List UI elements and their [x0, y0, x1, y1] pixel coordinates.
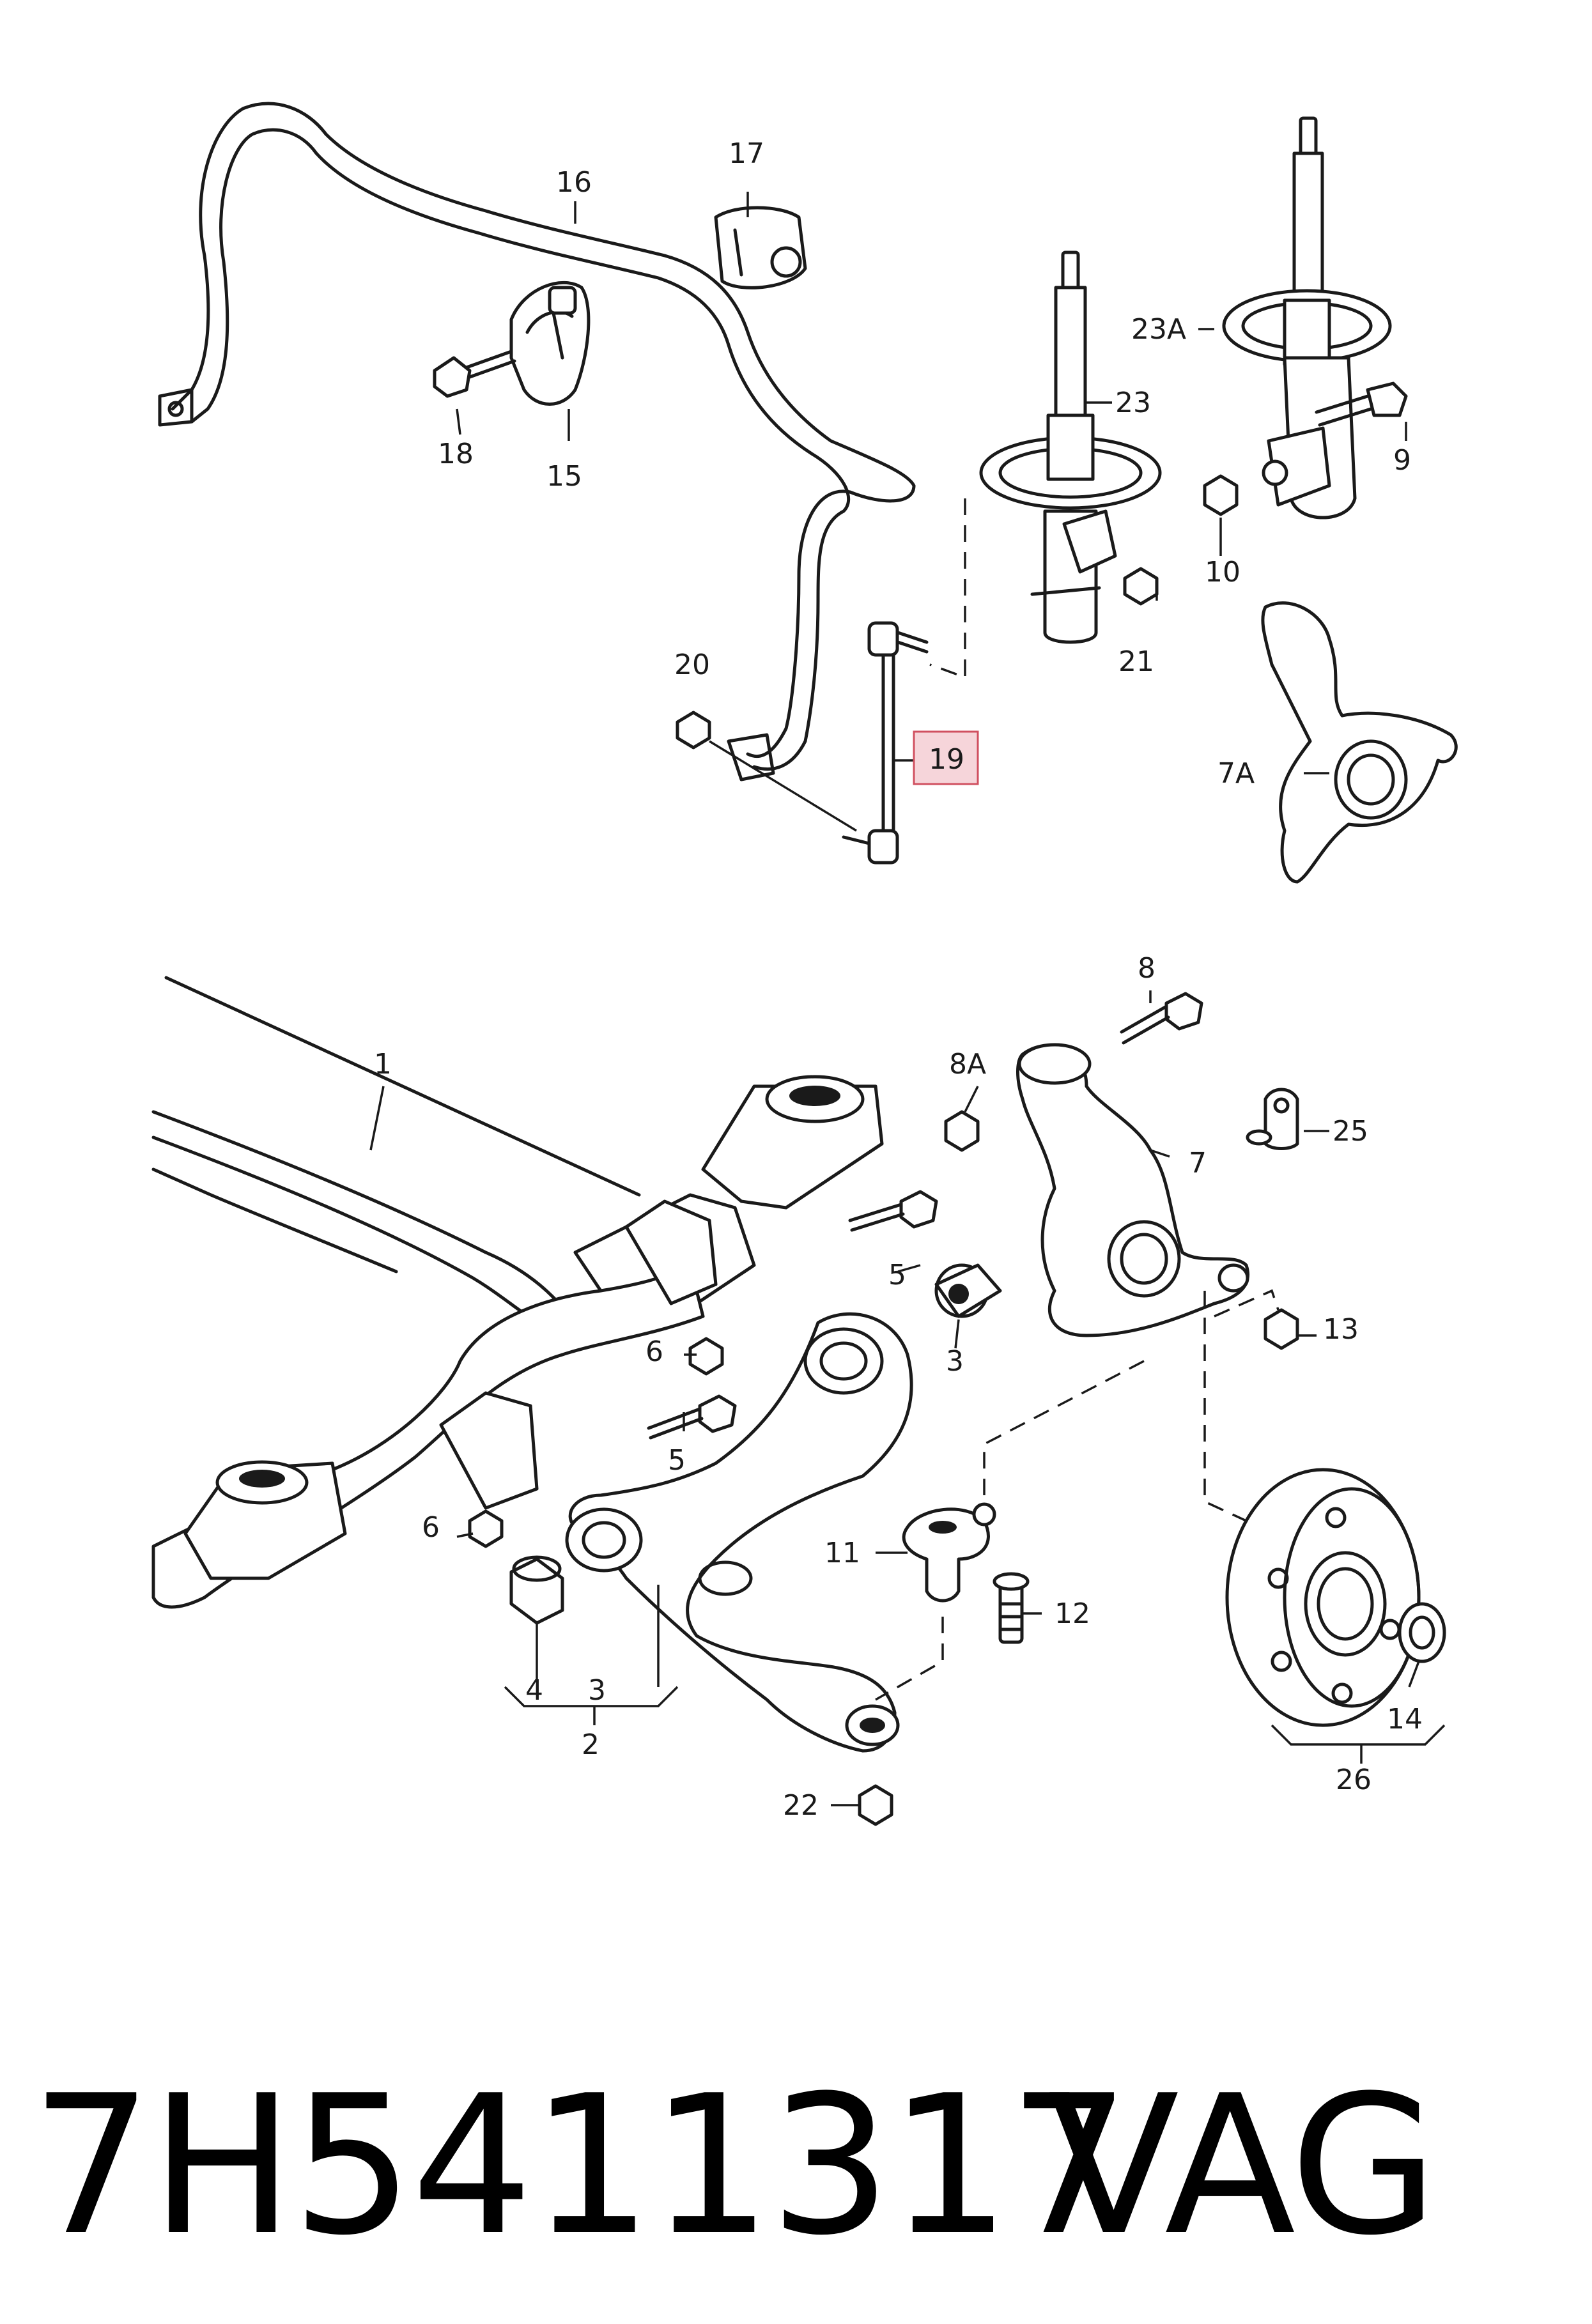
callout-8: 8: [1138, 952, 1155, 985]
nut-10: [1203, 474, 1239, 516]
callout-16: 16: [556, 166, 592, 199]
sensor-25: [1246, 1088, 1299, 1150]
assembly-line-nut13: [1214, 1289, 1279, 1318]
callout-1: 1: [374, 1048, 392, 1081]
callout-26: 26: [1336, 1764, 1372, 1796]
control-arm-2: [565, 1312, 913, 1753]
callout-23: 23: [1115, 387, 1151, 419]
callout-22: 22: [783, 1789, 819, 1822]
hub-nut-14: [1398, 1602, 1446, 1663]
bushing-17: [714, 206, 807, 289]
knuckle-7: [1016, 1043, 1250, 1337]
nut-8a: [944, 1110, 980, 1152]
callout-13: 13: [1323, 1313, 1359, 1346]
strut-23-dashed-leader: [929, 498, 966, 679]
callout-5-lower: 5: [668, 1444, 686, 1477]
strut-23a: [1222, 116, 1408, 519]
callout-3-lower: 3: [588, 1674, 606, 1707]
callout-20: 20: [674, 649, 710, 681]
nut-22: [858, 1784, 893, 1826]
bracket-15: [509, 281, 591, 406]
strut-23: [979, 250, 1162, 644]
subframe-1: [151, 976, 884, 1609]
brace-26: [1271, 1724, 1446, 1746]
callout-15: 15: [546, 460, 582, 493]
callout-11: 11: [824, 1537, 860, 1569]
leader-lines: [369, 192, 1420, 1806]
callout-9: 9: [1393, 444, 1411, 477]
wheel-hub-26: [1225, 1468, 1421, 1727]
knuckle-7a: [1261, 601, 1458, 884]
highlight-box-19: [913, 730, 979, 785]
callout-5-upper: 5: [888, 1259, 906, 1291]
callout-2: 2: [582, 1728, 599, 1761]
callout-4: 4: [525, 1674, 543, 1707]
brace-2: [504, 1686, 679, 1707]
callout-6-lower: 6: [422, 1511, 440, 1544]
callout-23a: 23A: [1131, 313, 1186, 346]
stabilizer-bar: [158, 102, 916, 781]
nut-13: [1264, 1308, 1299, 1350]
nut-20: [676, 711, 857, 832]
callout-21: 21: [1118, 645, 1154, 678]
callout-18: 18: [438, 438, 474, 470]
bolt-5-upper: [848, 1190, 938, 1232]
bolt-5-lower: [647, 1394, 737, 1440]
callout-7a: 7A: [1217, 757, 1255, 790]
brand-name: VAG: [1048, 2054, 1438, 2277]
callout-3-upper: 3: [946, 1345, 964, 1378]
callout-8a: 8A: [949, 1048, 986, 1081]
nut-6-upper: [688, 1337, 724, 1376]
assembly-line-knuckle-hub: [1203, 1291, 1247, 1522]
bolt-12: [993, 1572, 1030, 1644]
assembly-line-balljoint-arm: [875, 1617, 944, 1701]
bushing-3: [934, 1263, 1002, 1318]
callout-14: 14: [1387, 1703, 1423, 1735]
callout-labels: 17 16 18 15 23A 23 9 10 20 21 19 7A 8 1 …: [374, 137, 1423, 1822]
callout-19: 19: [929, 743, 964, 776]
callout-12: 12: [1055, 1597, 1090, 1630]
callout-10: 10: [1205, 556, 1240, 589]
callout-25: 25: [1333, 1115, 1368, 1148]
callout-17: 17: [729, 137, 764, 170]
callout-7: 7: [1189, 1147, 1207, 1180]
bolt-18: [433, 350, 516, 398]
bolt-8: [1120, 992, 1203, 1045]
callout-6-upper: 6: [645, 1335, 663, 1368]
ball-joint-11: [902, 1502, 996, 1603]
assembly-line-knuckle-balljoint: [983, 1360, 1145, 1495]
bushing-4: [509, 1555, 564, 1625]
stabilizer-link-19: [842, 621, 929, 865]
nut-6-lower: [468, 1509, 504, 1548]
part-number: 7H5411317: [31, 2054, 1131, 2277]
